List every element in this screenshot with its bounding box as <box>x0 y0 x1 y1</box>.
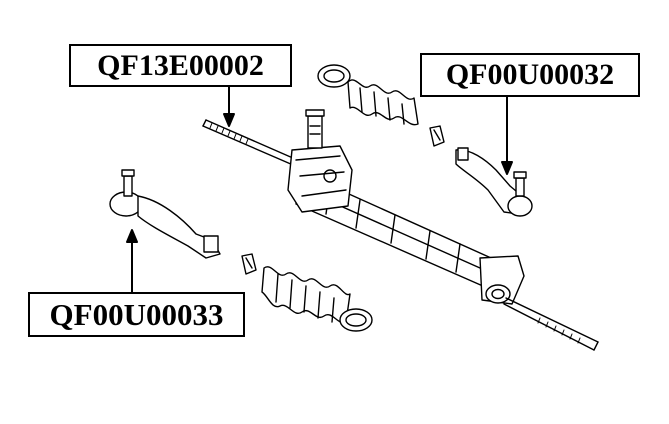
boot-kit-lower <box>241 253 373 332</box>
inner-tie-rod-left <box>202 125 301 169</box>
part-label-outer-tie-rod-right: QF00U00032 <box>420 53 640 97</box>
part-label-inner-tie-rod: QF13E00002 <box>69 44 292 87</box>
outer-tie-rod-end-left <box>109 169 221 259</box>
boot-kit-upper <box>317 64 445 147</box>
rack-housing <box>202 109 599 351</box>
part-label-outer-tie-rod-left: QF00U00033 <box>28 292 245 337</box>
outer-tie-rod-end-right <box>455 147 533 217</box>
leader-arrows <box>126 86 513 293</box>
